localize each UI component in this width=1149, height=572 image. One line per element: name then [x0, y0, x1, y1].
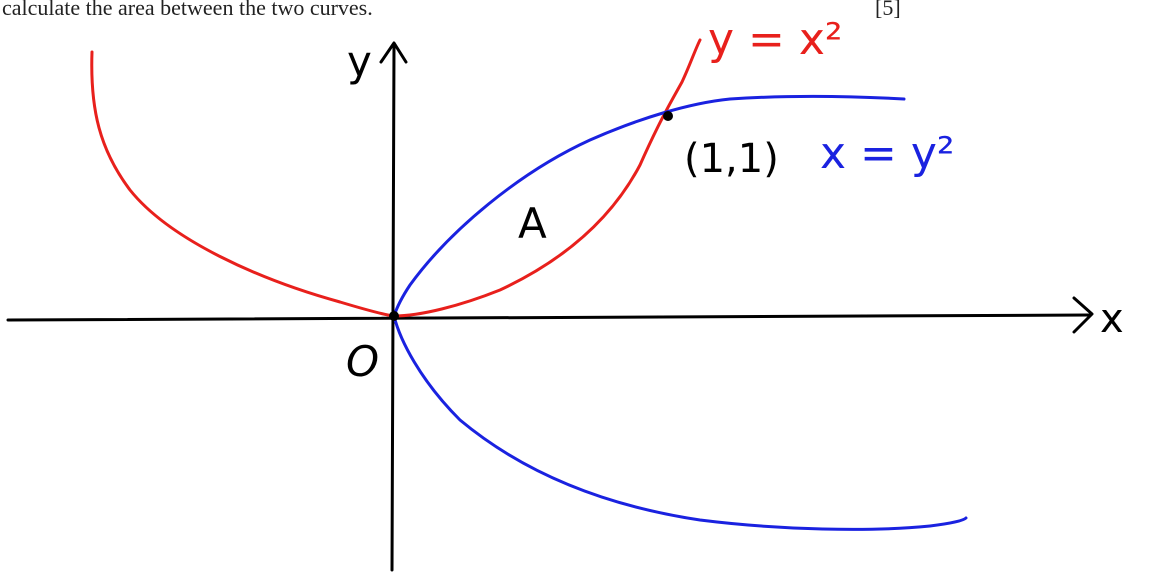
sideways-parabola-curve-label: x = y²	[820, 128, 955, 179]
x-axis-arrowhead	[1072, 296, 1094, 334]
x-axis-label: x	[1100, 296, 1124, 342]
question-text: calculate the area between the two curve…	[2, 0, 373, 20]
parabola-curve	[90, 38, 702, 318]
x-axis	[6, 313, 1092, 322]
intersection-label: (1,1)	[684, 136, 779, 182]
y-axis	[390, 43, 396, 572]
marks-indicator: [5]	[875, 0, 901, 20]
intersection-point	[663, 111, 673, 121]
origin-point	[389, 311, 399, 321]
region-label: A	[518, 199, 547, 248]
parabola-curve-label: y = x²	[708, 14, 843, 65]
origin-label: O	[346, 337, 379, 386]
y-axis-label: y	[347, 37, 372, 86]
y-axis-arrowhead	[379, 41, 408, 64]
